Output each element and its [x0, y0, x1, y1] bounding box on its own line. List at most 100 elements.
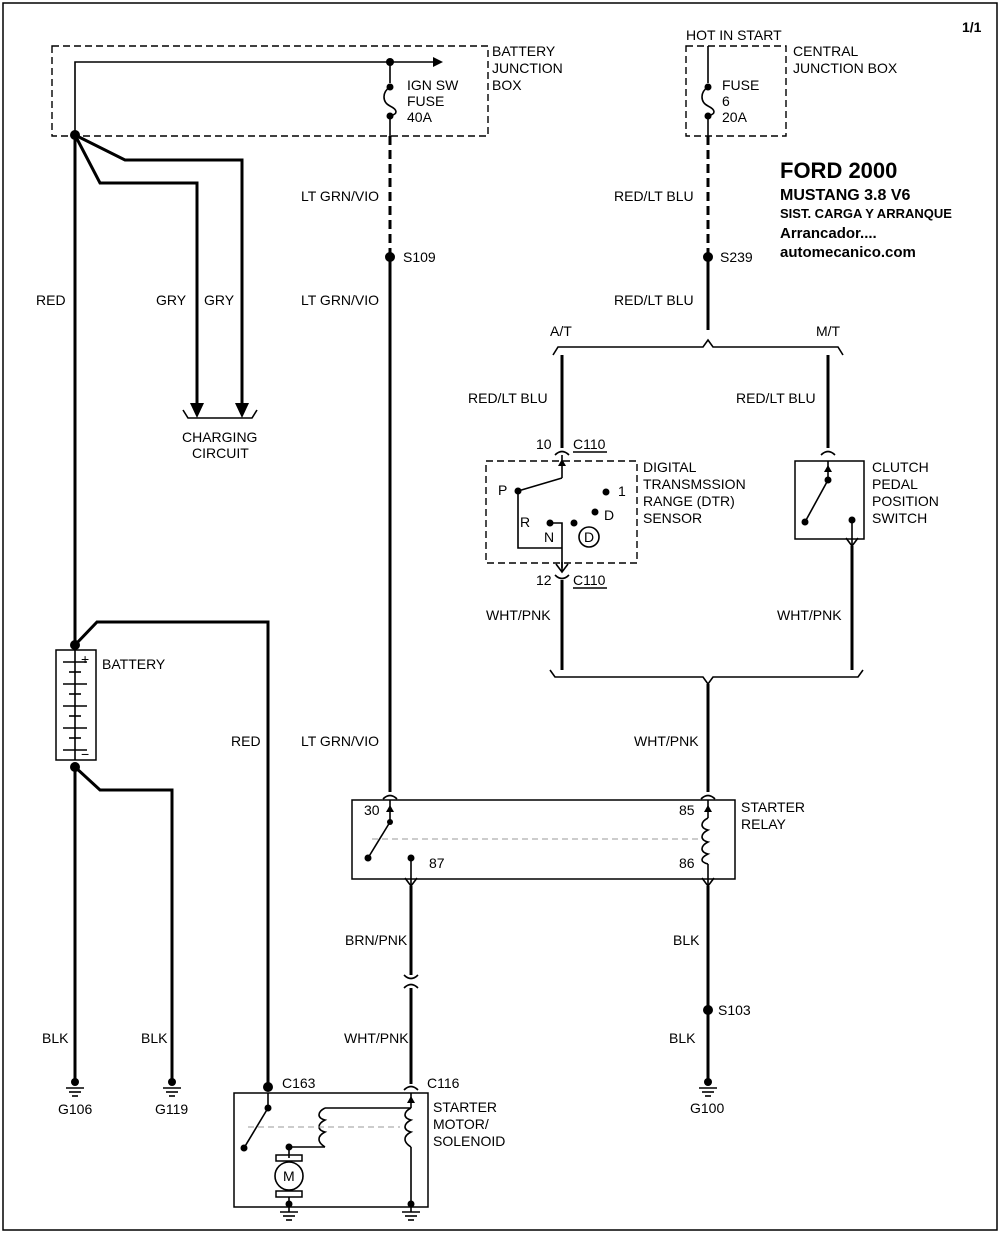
- title-line1: FORD 2000: [780, 158, 897, 183]
- blk-g119-wire: [73, 765, 174, 1080]
- title-line3: SIST. CARGA Y ARRANQUE: [780, 206, 952, 221]
- s103-label: S103: [718, 1002, 751, 1018]
- fuse6-label-3: 20A: [722, 109, 748, 125]
- starter-label-1: STARTER: [433, 1099, 497, 1115]
- relay-pin-30: 30: [364, 802, 380, 818]
- relay-pin-87: 87: [429, 855, 445, 871]
- ign-fuse-label-3: 40A: [407, 109, 433, 125]
- dtr-connector-bottom-symbol: [554, 574, 570, 580]
- starter-motor-solenoid: C163 C116 M: [233, 1075, 505, 1221]
- ign-fuse-label-1: IGN SW: [407, 77, 459, 93]
- relay-label-1: STARTER: [741, 799, 805, 815]
- lt-grn-vio-label-3: LT GRN/VIO: [301, 733, 379, 749]
- starter-relay: 30 85 87 86 STARTER RELAY: [351, 794, 805, 888]
- battery-plus: +: [81, 651, 89, 667]
- battery-junction-box-outline: [51, 45, 489, 137]
- mt-label: M/T: [816, 323, 841, 339]
- dtr-pin-10: 10: [536, 436, 552, 452]
- battery-junction-box: BATTERY JUNCTION BOX IGN SW FUSE 40A: [51, 43, 563, 137]
- s109-label: S109: [403, 249, 436, 265]
- cjb-label-2: JUNCTION BOX: [793, 60, 898, 76]
- ground-g106-icon: [66, 1078, 84, 1097]
- wht-pnk-label-3: WHT/PNK: [634, 733, 699, 749]
- blk-label-2: BLK: [141, 1030, 168, 1046]
- red-lt-blu-label-2: RED/LT BLU: [614, 292, 694, 308]
- ground-g119-icon: [163, 1078, 181, 1097]
- at-label: A/T: [550, 323, 572, 339]
- ign-fuse-label-2: FUSE: [407, 93, 444, 109]
- battery-label: BATTERY: [102, 656, 166, 672]
- red-battery-starter-wire: [73, 620, 270, 1087]
- title-line2: MUSTANG 3.8 V6: [780, 187, 911, 204]
- bjb-bus: [74, 61, 435, 135]
- cjb-label-1: CENTRAL: [793, 43, 859, 59]
- inline-connector-top: [403, 974, 419, 980]
- at-mt-brace: [552, 338, 844, 356]
- gry-label-2: GRY: [204, 292, 235, 308]
- red-lt-blu-label-1: RED/LT BLU: [614, 188, 694, 204]
- inline-connector-bottom: [403, 983, 419, 989]
- g100-label: G100: [690, 1100, 724, 1116]
- battery-minus: −: [81, 746, 89, 762]
- ign-sw-fuse: [383, 62, 397, 136]
- dtr-connector-bottom: C110: [573, 572, 606, 588]
- starter-label-3: SOLENOID: [433, 1133, 505, 1149]
- clutch-switch-outline: [794, 460, 865, 540]
- wht-pnk-label-4: WHT/PNK: [344, 1030, 409, 1046]
- red-lt-blu-label-3: RED/LT BLU: [468, 390, 548, 406]
- central-junction-box: HOT IN START CENTRAL JUNCTION BOX FUSE 6…: [685, 27, 898, 137]
- clutch-switch-arm: [804, 479, 829, 523]
- red-main-label: RED: [36, 292, 66, 308]
- wht-pnk-label-2: WHT/PNK: [777, 607, 842, 623]
- wht-pnk-label-1: WHT/PNK: [486, 607, 551, 623]
- dtr-pos-n: N: [544, 529, 554, 545]
- dtr-pos-1: 1: [618, 483, 626, 499]
- bjb-label-3: BOX: [492, 77, 522, 93]
- solenoid-ground-icon: [402, 1200, 420, 1221]
- brn-pnk-label: BRN/PNK: [345, 932, 408, 948]
- title-block: FORD 2000 MUSTANG 3.8 V6 SIST. CARGA Y A…: [780, 158, 952, 261]
- c116-label: C116: [427, 1075, 460, 1091]
- bjb-label-1: BATTERY: [492, 43, 556, 59]
- dtr-label-3: RANGE (DTR): [643, 493, 735, 509]
- red-lt-blu-label-4: RED/LT BLU: [736, 390, 816, 406]
- clutch-label-1: CLUTCH: [872, 459, 929, 475]
- charging-label-2: CIRCUIT: [192, 445, 249, 461]
- title-line4: Arrancador....: [780, 225, 877, 242]
- solenoid-switch-arm: [243, 1107, 269, 1149]
- dtr-switch-arm: [517, 477, 563, 492]
- s239-label: S239: [720, 249, 753, 265]
- relay-pin-85: 85: [679, 802, 695, 818]
- starter-label-2: MOTOR/: [433, 1116, 489, 1132]
- central-junction-box-outline: [685, 45, 787, 137]
- dtr-sensor-outline: [485, 460, 638, 564]
- clutch-pedal-switch: CLUTCH PEDAL POSITION SWITCH: [794, 450, 939, 548]
- relay-label-2: RELAY: [741, 816, 787, 832]
- motor-label: M: [283, 1168, 295, 1184]
- starter-motor-outline: [233, 1092, 429, 1208]
- relay-coil-icon: [701, 817, 711, 865]
- dtr-label-2: TRANSMSSION: [643, 476, 746, 492]
- wht-pnk-merge-brace: [549, 669, 864, 686]
- dtr-pin-12: 12: [536, 572, 552, 588]
- page-number: 1/1: [962, 19, 982, 35]
- clutch-label-3: POSITION: [872, 493, 939, 509]
- dtr-connector-top-symbol: [554, 450, 570, 456]
- gry-wire-1: [73, 134, 199, 405]
- blk-label-4: BLK: [669, 1030, 696, 1046]
- dtr-connector-top: C110: [573, 436, 606, 452]
- clutch-label-2: PEDAL: [872, 476, 918, 492]
- dtr-label-4: SENSOR: [643, 510, 702, 526]
- c116-connector-symbol: [403, 1085, 419, 1091]
- battery-outline: [55, 649, 97, 761]
- dtr-d-circle: [578, 526, 600, 548]
- motor-icon: [274, 1161, 304, 1191]
- fuse-6: [701, 46, 715, 136]
- relay-switch-arm: [367, 821, 391, 859]
- hot-in-start-label: HOT IN START: [686, 27, 782, 43]
- dtr-sensor: 10 C110 P 1 D R N D 12 C110 DIGITAL TRAN…: [485, 436, 746, 589]
- gry-arrow-2: [235, 403, 249, 418]
- c163-label: C163: [282, 1075, 316, 1091]
- starter-relay-outline: [351, 799, 736, 880]
